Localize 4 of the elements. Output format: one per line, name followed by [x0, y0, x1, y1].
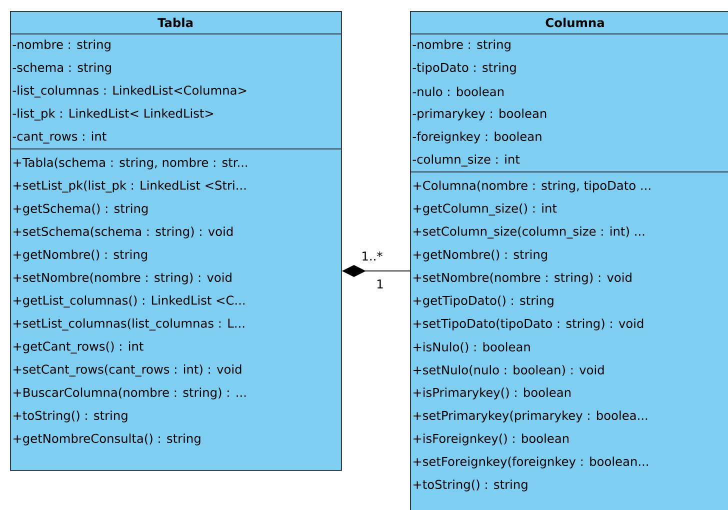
class-box: Columna -nombre : string -tipoDato : string -nulo : boolean -primarykey : boolean -foreignkey : boolean -column_size : int +Columna(nombre : string, tipoDato ... +getColumn_size() : int +setColumn_size(column_size : int) ... +getNombre() : string +setNombre(nombre : string) : void +getTipoDato() : string +setTipoDato(tipoDato : string) : void +isNulo() : boolean +setNulo(nulo : boolean) : void +isPrimarykey() : boolean +setPrimarykey(primarykey : boolea... +isForeignkey() : boolean +setForeignkey(foreignkey : boolean... +toString() : string [410, 10, 728, 510]
multiplicity-label: 1 [377, 280, 383, 288]
multiplicity-label: 1..* [362, 251, 382, 260]
class-box: Tabla -nombre : string -schema : string -list_columnas : LinkedList<Columna> -list_pk : LinkedList< LinkedList> -cant_rows : int +Tabla(schema : string, nombre : str... +setList_pk(list_pk : LinkedList <Stri... +getSchema() : string +setSchema(schema : string) : void +getNombre() : string +setNombre(nombre : string) : void +getList_columnas() : LinkedList <C... +setList_columnas(list_columnas : L... +getCant_rows() : int +setCant_rows(cant_rows : int) : void +BuscarColumna(nombre : string) : ... +toString() : string +getNombreConsulta() : string [10, 10, 342, 471]
